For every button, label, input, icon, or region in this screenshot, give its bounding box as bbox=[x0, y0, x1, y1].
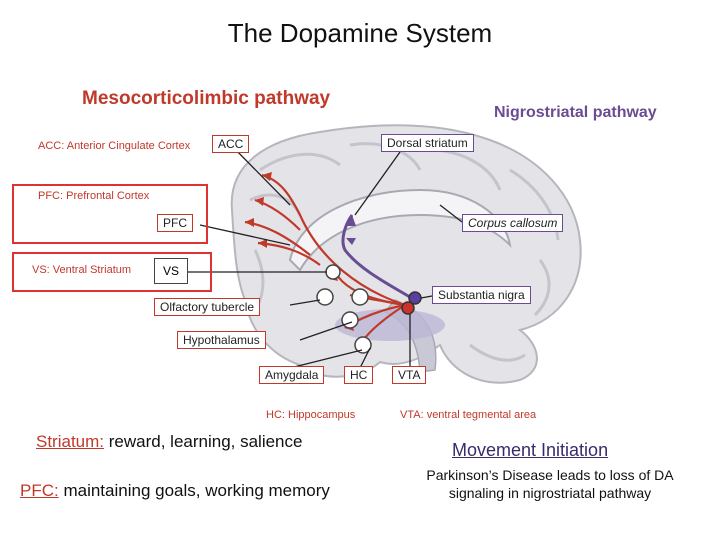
pfc-note: PFC: maintaining goals, working memory bbox=[20, 481, 330, 501]
parkinson-note: Parkinson’s Disease leads to loss of DA … bbox=[400, 466, 700, 502]
acc-box: ACC bbox=[212, 135, 250, 153]
vs-box: VS bbox=[154, 258, 188, 284]
nigrostriatal-heading: Nigrostriatal pathway bbox=[494, 104, 657, 121]
nuclei-circles bbox=[316, 264, 372, 354]
acc-full-label: ACC: Anterior Cingulate Cortex bbox=[38, 140, 191, 152]
movement-initiation-heading: Movement Initiation bbox=[452, 440, 609, 460]
dorsal-striatum-box: Dorsal striatum bbox=[381, 134, 474, 152]
substantia-nigra-box: Substantia nigra bbox=[432, 286, 531, 304]
pfc-highlight-box bbox=[12, 184, 208, 244]
vta-dot bbox=[401, 301, 415, 315]
nigrostriatal-path bbox=[341, 214, 416, 302]
pfc-term: PFC: bbox=[20, 481, 59, 500]
striatum-description: reward, learning, salience bbox=[104, 432, 303, 451]
pfc-full-label: PFC: Prefrontal Cortex bbox=[38, 190, 150, 202]
amygdala-box: Amygdala bbox=[259, 366, 325, 384]
hypothalamus-box: Hypothalamus bbox=[177, 331, 266, 349]
parkinson-line-1: Parkinson’s Disease leads to loss of DA bbox=[426, 467, 674, 483]
corpus-callosum-box: Corpus callosum bbox=[462, 214, 564, 232]
hc-box: HC bbox=[344, 366, 374, 384]
vs-full-label: VS: Ventral Striatum bbox=[32, 264, 132, 276]
parkinson-line-2: signaling in nigrostriatal pathway bbox=[448, 485, 652, 501]
vta-box: VTA bbox=[392, 366, 427, 384]
vta-full-label: VTA: ventral tegmental area bbox=[400, 409, 537, 421]
vs-highlight-box bbox=[12, 252, 212, 292]
pfc-box: PFC bbox=[157, 214, 193, 232]
olfactory-tubercle-box: Olfactory tubercle bbox=[154, 298, 261, 316]
hc-full-label: HC: Hippocampus bbox=[266, 409, 356, 421]
striatum-note: Striatum: reward, learning, salience bbox=[36, 432, 302, 452]
corpus-callosum-shape bbox=[288, 188, 512, 272]
pfc-description: maintaining goals, working memory bbox=[58, 481, 330, 500]
brain-outline bbox=[230, 124, 582, 384]
mesocorticolimbic-heading: Mesocorticolimbic pathway bbox=[82, 88, 331, 109]
striatum-term: Striatum: bbox=[36, 432, 105, 451]
page-title: The Dopamine System bbox=[227, 18, 493, 48]
